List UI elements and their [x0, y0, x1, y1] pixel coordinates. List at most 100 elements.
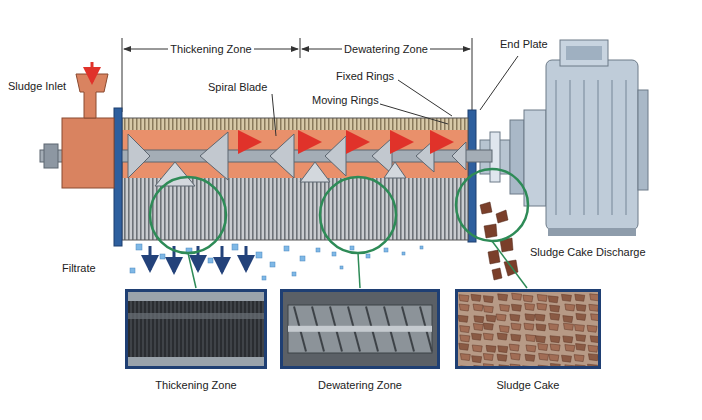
photo-detail — [535, 314, 545, 321]
photo-detail — [223, 301, 224, 357]
filtrate-droplet — [270, 262, 275, 267]
leader-line — [480, 56, 518, 110]
photo-frame — [457, 291, 600, 368]
sludge-inlet-hopper — [114, 108, 122, 246]
filtrate-droplet — [332, 252, 336, 256]
screw-shaft — [44, 144, 58, 168]
detail-circle — [358, 253, 360, 288]
photo-detail — [587, 325, 597, 332]
photo-detail — [255, 301, 256, 357]
photo-detail — [259, 301, 260, 357]
part-label: Sludge Cake Discharge — [528, 246, 648, 259]
photo-detail — [510, 314, 520, 321]
detail-circle — [320, 177, 396, 253]
filtrate-droplet — [130, 268, 135, 273]
photo-detail — [499, 326, 509, 333]
photo-detail — [459, 295, 469, 302]
photo-detail — [525, 314, 535, 321]
photo-panel: Sludge Cake — [455, 289, 601, 392]
drive-motor — [560, 40, 608, 66]
zone-label: Thickening Zone — [168, 43, 253, 56]
filtrate-arrow — [197, 246, 200, 270]
photo-detail — [576, 304, 586, 311]
sludge-cake-pieces — [488, 250, 500, 264]
photo-detail — [561, 294, 571, 301]
filtrate-droplet — [208, 258, 213, 263]
screw-drum — [122, 178, 468, 240]
photo-detail — [211, 301, 212, 357]
photo-detail — [589, 304, 599, 311]
photo-detail — [574, 324, 584, 331]
photo-detail — [187, 301, 188, 357]
photo-detail — [576, 334, 586, 341]
photo-detail — [510, 353, 520, 360]
photo-detail — [483, 306, 493, 313]
filtrate-arrow — [245, 246, 248, 270]
spiral-blade — [372, 138, 392, 174]
photo-detail — [509, 344, 519, 351]
photo-detail — [460, 335, 470, 342]
filtrate-droplet — [316, 248, 320, 252]
part-label: Moving Rings — [310, 94, 381, 107]
photo-detail — [151, 301, 152, 357]
part-label: Sludge Inlet — [6, 80, 68, 93]
photo-detail — [550, 344, 560, 351]
spiral-blade — [416, 140, 434, 172]
photo-detail — [497, 354, 507, 361]
photo-detail — [231, 301, 232, 357]
sludge-inlet-hopper — [62, 74, 122, 246]
drive-motor — [566, 46, 602, 60]
photo-detail — [562, 355, 572, 362]
photo-detail — [147, 301, 148, 357]
drive-motor — [625, 80, 627, 215]
photo-panel: Dewatering Zone — [280, 289, 440, 392]
photo-detail — [263, 301, 264, 357]
photo-panel: Thickening Zone — [125, 289, 267, 392]
spiral-blade — [452, 142, 466, 170]
filtrate-droplet — [420, 246, 423, 249]
photo-detail — [458, 315, 468, 322]
photo-detail — [135, 301, 136, 357]
photo-detail — [215, 301, 216, 357]
photo-caption: Dewatering Zone — [280, 379, 440, 392]
photo-detail — [498, 294, 508, 301]
photo-detail — [535, 336, 545, 343]
photo-detail — [526, 335, 536, 342]
detail-circle — [188, 253, 196, 288]
photo-detail — [588, 354, 598, 361]
leader-line — [398, 80, 452, 116]
drive-motor — [548, 228, 636, 236]
filtrate-droplet — [160, 254, 165, 259]
photo-detail — [183, 301, 184, 357]
photo-detail — [483, 333, 493, 340]
photo-detail — [460, 354, 470, 361]
photo-detail — [563, 316, 573, 323]
photo-detail — [511, 323, 521, 330]
photo-detail — [563, 336, 573, 343]
photo-detail — [219, 301, 220, 357]
photo-detail — [526, 345, 536, 352]
photo-detail — [471, 294, 481, 301]
spiral-blade — [200, 132, 228, 180]
photo-image — [280, 289, 440, 369]
photo-detail — [550, 313, 560, 320]
photo-detail — [227, 301, 228, 357]
filtrate-droplet — [366, 254, 370, 258]
photo-detail — [167, 301, 168, 357]
photo-detail — [511, 304, 521, 311]
photo-detail — [536, 324, 546, 331]
photo-detail — [179, 301, 180, 357]
photo-detail — [537, 294, 547, 301]
photo-frame — [282, 291, 439, 368]
spiral-blade — [270, 134, 294, 178]
photo-detail — [195, 301, 196, 357]
photo-caption: Sludge Cake — [455, 379, 601, 392]
photo-detail — [235, 301, 236, 357]
photo-detail — [125, 313, 267, 319]
photo-detail — [537, 303, 547, 310]
filtrate-droplet — [402, 252, 405, 255]
photo-detail — [163, 301, 164, 357]
photo-detail — [473, 324, 483, 331]
photo-frame — [127, 291, 266, 368]
